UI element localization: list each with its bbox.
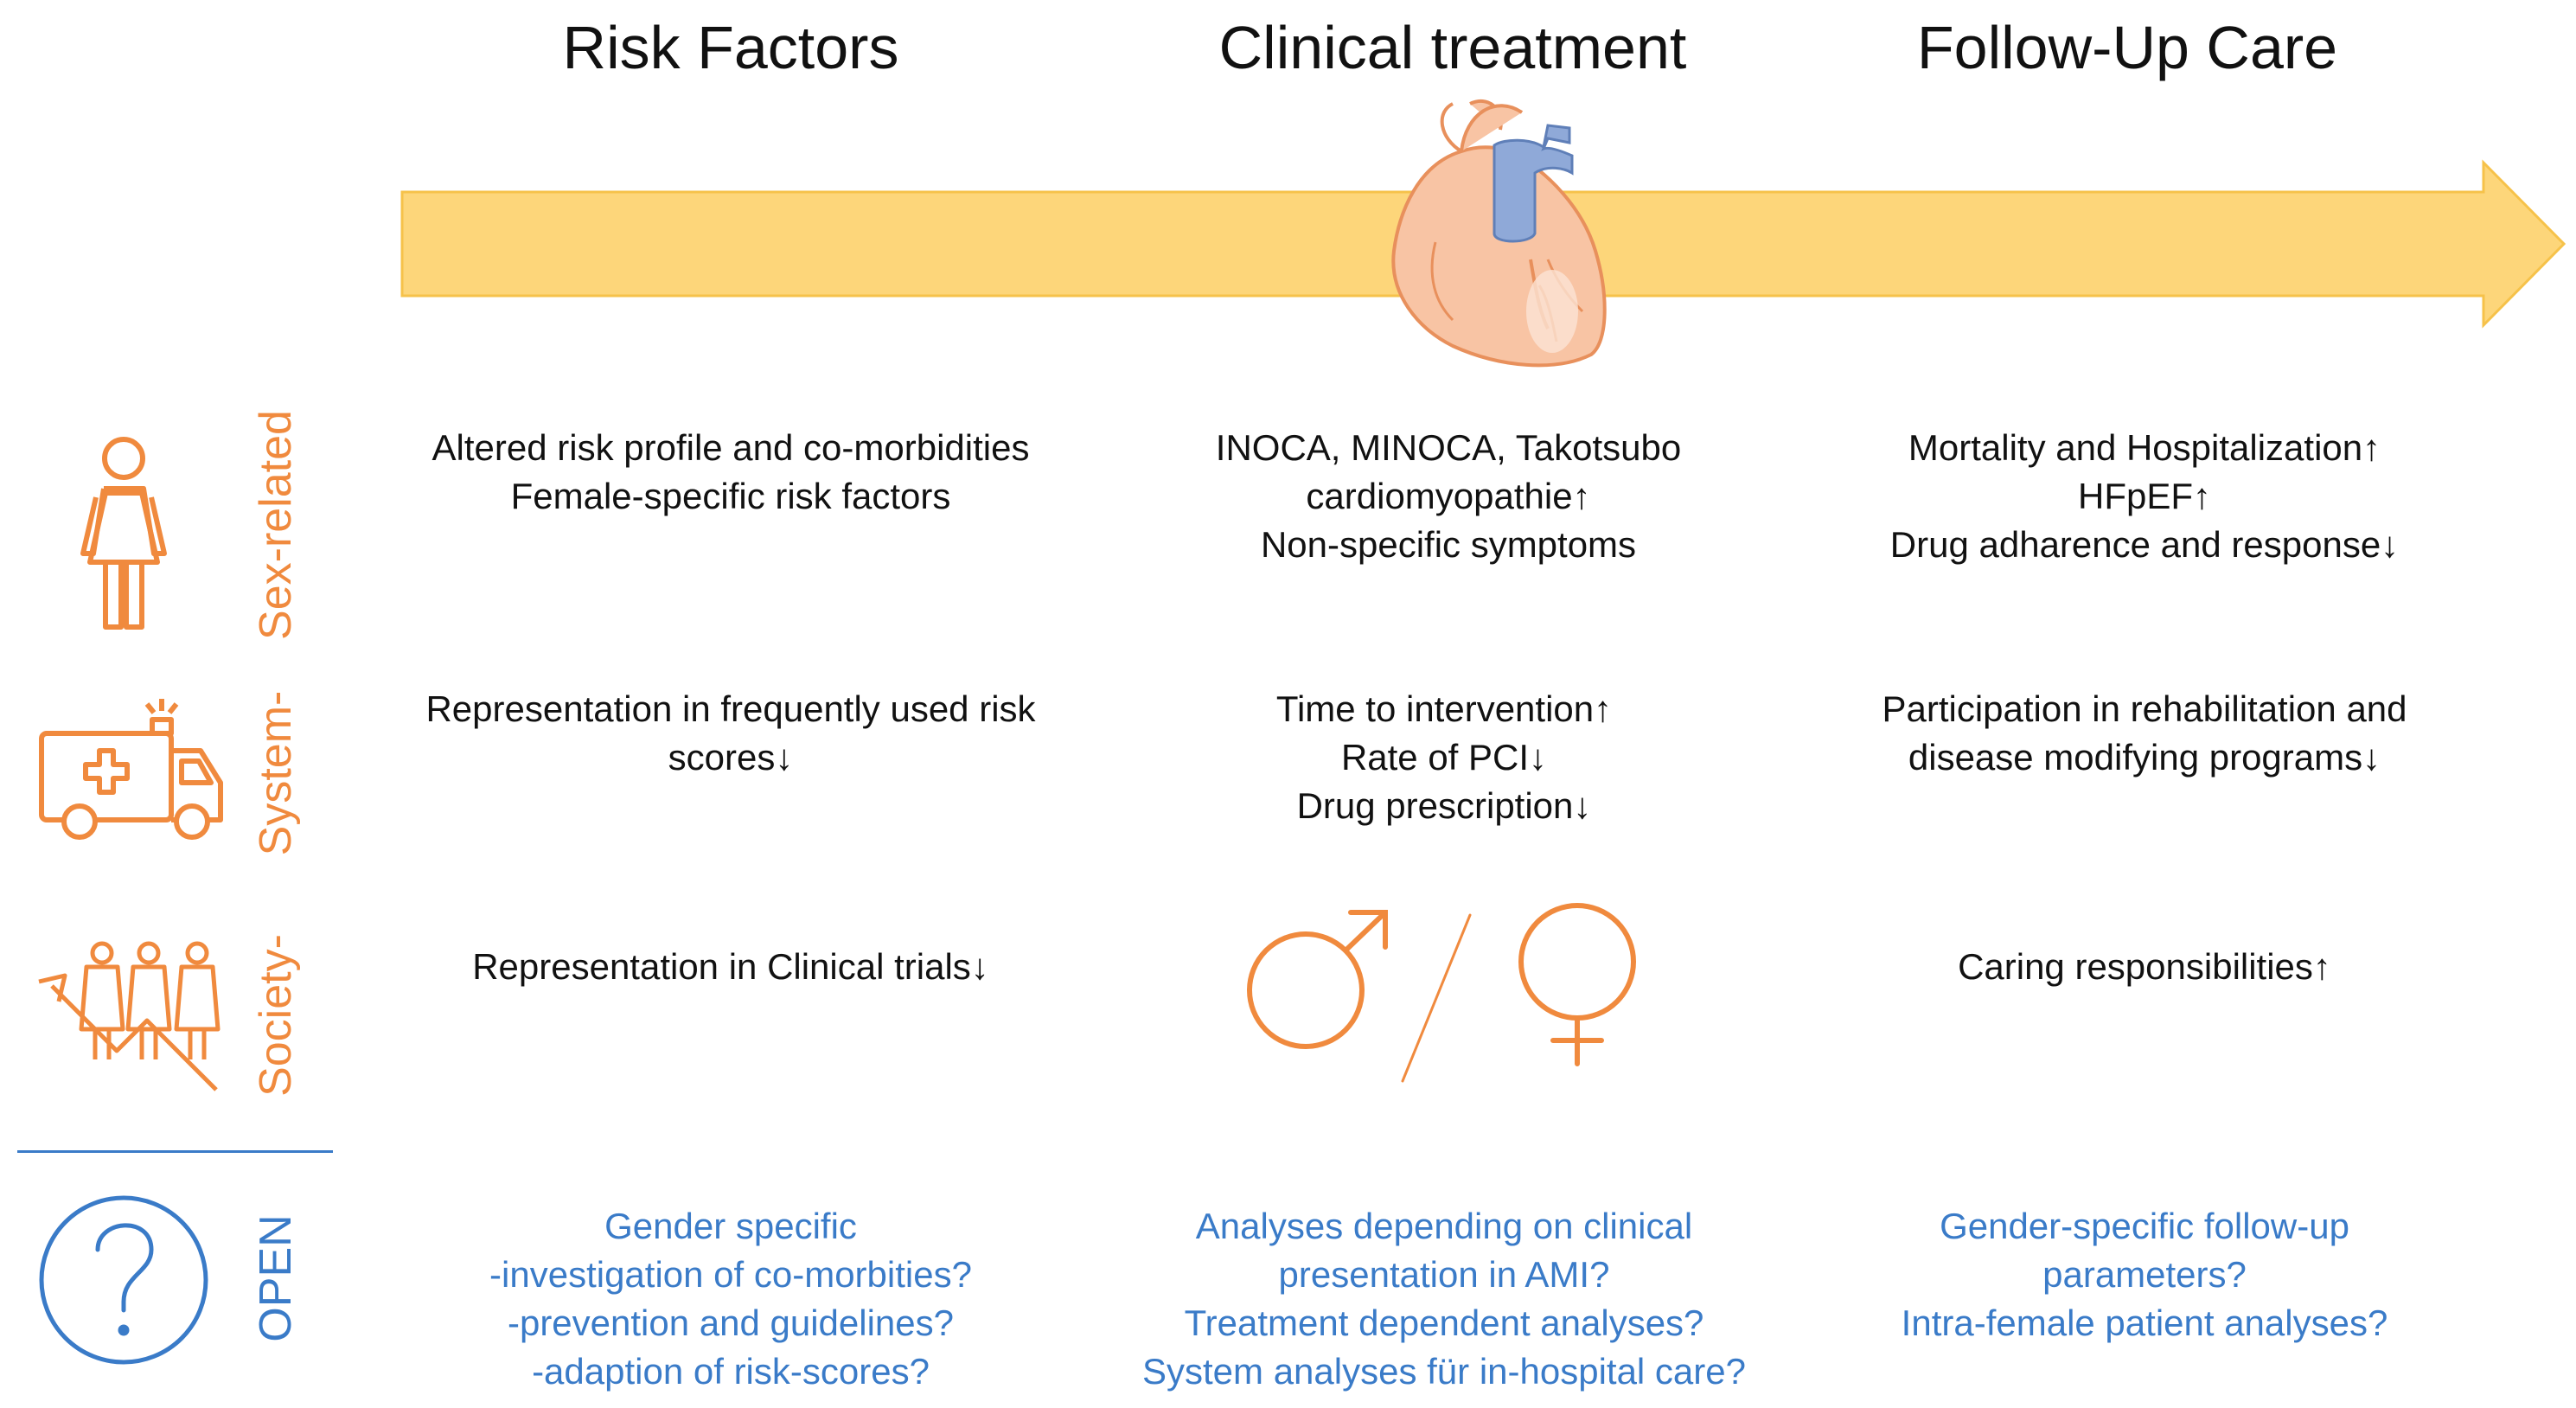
- cell-society-risk: Representation in Clinical trials↓: [472, 946, 989, 987]
- cell-open-risk: Gender specific-investigation of co-morb…: [489, 1206, 972, 1392]
- male-symbol-icon: [1247, 931, 1365, 1049]
- column-title-clinical-treatment: Clinical treatment: [1218, 14, 1687, 81]
- cell-society-followup: Caring responsibilities↑: [1958, 946, 2331, 987]
- open-divider: [17, 1150, 333, 1153]
- separator-slash: [1401, 913, 1472, 1083]
- cell-system-clinical: Time to intervention↑Rate of PCI↓Drug pr…: [1275, 688, 1613, 826]
- row-label-open: OPEN: [251, 1214, 301, 1342]
- column-title-follow-up-care: Follow-Up Care: [1916, 14, 2338, 81]
- column-title-risk-factors: Risk Factors: [562, 14, 899, 81]
- cell-sex-followup: Mortality and Hospitalization↑HFpEF↑Drug…: [1889, 427, 2400, 565]
